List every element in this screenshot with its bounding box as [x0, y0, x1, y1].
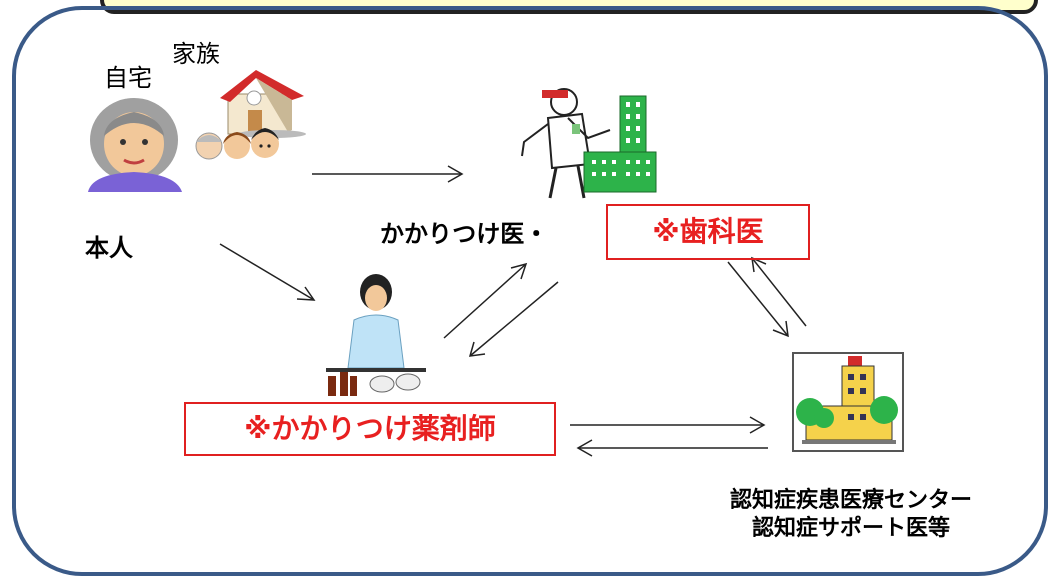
family-faces-icon	[195, 128, 279, 160]
arrow-doctor-to-center	[727, 261, 789, 338]
arrow-pharmacist-to-doctor	[443, 262, 528, 339]
label-patient: 本人	[85, 234, 133, 262]
label-family: 家族	[172, 40, 220, 68]
arrow-center-to-pharmacist	[576, 439, 768, 457]
clinic-building-icon	[583, 95, 657, 193]
label-dentist: ※歯科医	[652, 215, 764, 248]
label-center-line2: 認知症サポート医等	[752, 516, 951, 541]
arrow-pharmacist-to-center	[570, 416, 766, 434]
pharmacist-box: ※かかりつけ薬剤師	[184, 402, 556, 456]
dentist-box: ※歯科医	[606, 204, 810, 260]
label-family-doctor: かかりつけ医・	[380, 220, 549, 248]
arrow-patient-to-pharmacist	[219, 243, 316, 301]
hospital-icon	[792, 352, 904, 452]
elderly-woman-icon	[88, 98, 182, 192]
arrow-patient-to-doctor	[312, 165, 464, 183]
doctor-with-stethoscope-icon	[521, 88, 611, 199]
arrow-doctor-to-pharmacist	[468, 281, 559, 357]
label-home: 自宅	[104, 64, 152, 92]
pharmacist-icon	[326, 274, 426, 396]
label-pharmacist: ※かかりつけ薬剤師	[244, 412, 496, 445]
label-center-line1: 認知症疾患医療センター	[730, 488, 973, 513]
arrow-center-to-doctor	[751, 256, 807, 327]
diagram-frame	[12, 6, 1048, 576]
